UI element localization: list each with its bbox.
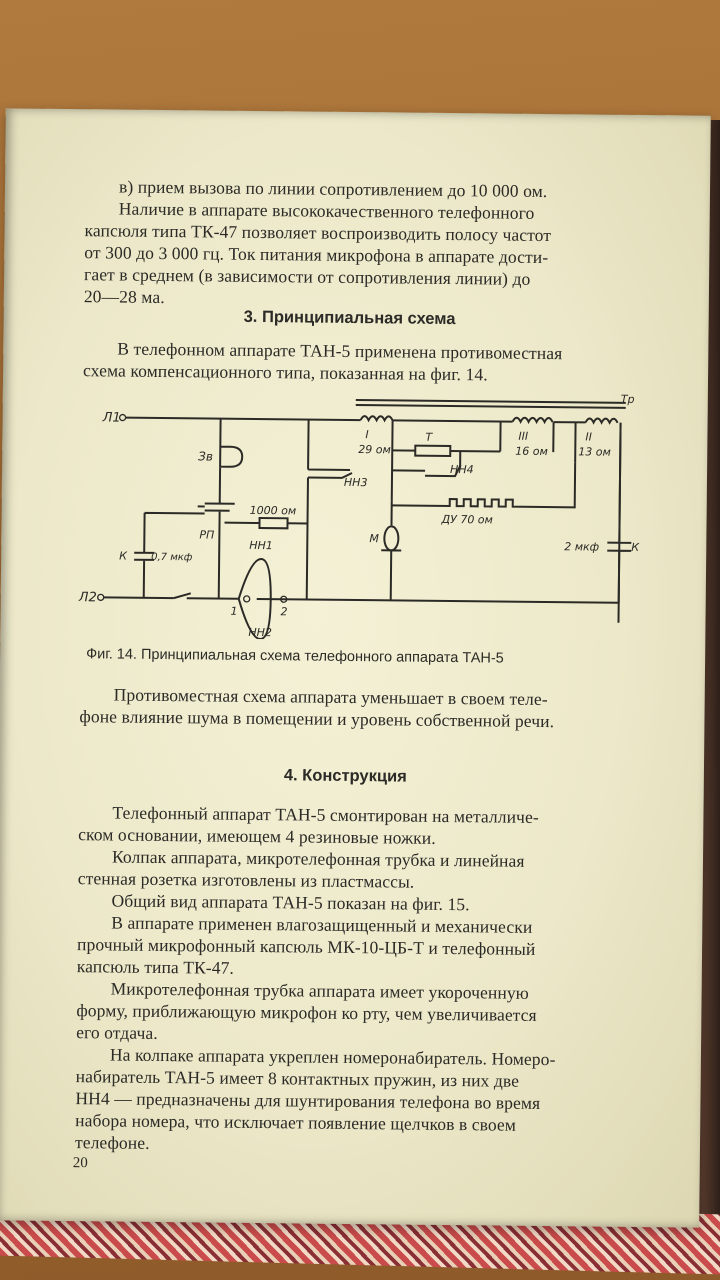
label-l2: Л2 bbox=[78, 590, 97, 605]
contact bbox=[173, 592, 192, 600]
contact-nn3 bbox=[307, 419, 353, 479]
label-m: М bbox=[369, 532, 379, 545]
wire bbox=[381, 549, 402, 601]
resistor-1000 bbox=[258, 517, 289, 530]
contact-nn1-nn2 bbox=[237, 558, 272, 641]
coil-2 bbox=[584, 417, 619, 425]
label-coil2: II bbox=[585, 430, 592, 443]
label-k2: К bbox=[631, 541, 640, 554]
label-nn1: НН1 bbox=[249, 539, 273, 552]
wire bbox=[103, 596, 619, 604]
label-1: 1 bbox=[231, 605, 238, 618]
coil-1 bbox=[359, 415, 394, 423]
label-2: 2 bbox=[281, 605, 288, 618]
capacitor-k bbox=[134, 511, 205, 598]
label-r29: 29 ом bbox=[358, 443, 391, 456]
wire bbox=[392, 419, 586, 424]
label-t: Т bbox=[425, 431, 433, 444]
wire bbox=[392, 449, 501, 453]
terminal-l2 bbox=[97, 593, 105, 602]
book-page: в) прием вызова по линии сопротивлением … bbox=[0, 108, 711, 1228]
label-nn2: НН2 bbox=[248, 626, 272, 639]
bell-zv bbox=[218, 418, 244, 504]
figure-caption: Фиг. 14. Принципиальная схема телефонног… bbox=[86, 646, 504, 667]
label-zv: Зв bbox=[198, 449, 213, 463]
label-r16: 16 ом bbox=[515, 445, 548, 458]
hook-switch-rp bbox=[197, 502, 235, 599]
label-r13: 13 ом bbox=[578, 445, 611, 458]
wire bbox=[499, 421, 555, 453]
coil-3 bbox=[511, 416, 554, 425]
label-coil1: I bbox=[365, 428, 368, 441]
wire bbox=[224, 521, 308, 525]
section-title: 4. Конструкция bbox=[283, 766, 407, 786]
label-coil3: III bbox=[518, 430, 528, 443]
label-rp: РП bbox=[199, 528, 214, 541]
label-nn4: НН4 bbox=[450, 463, 474, 476]
wire bbox=[305, 477, 309, 600]
page-number: 20 bbox=[72, 1155, 88, 1172]
section-title: 3. Принципиальная схема bbox=[243, 307, 456, 329]
capacitor-k2 bbox=[607, 422, 632, 603]
label-tr: Тр bbox=[621, 393, 635, 406]
wire bbox=[125, 416, 361, 422]
resistor-du bbox=[391, 462, 577, 509]
resistor-t bbox=[414, 444, 452, 458]
label-nn3: НН3 bbox=[344, 476, 368, 489]
label-cap: 0,7 мкф bbox=[151, 552, 193, 563]
contact-nn4 bbox=[392, 451, 462, 478]
label-cap2: 2 мкф bbox=[564, 540, 599, 553]
circuit-schematic: Л1 Л2 Зв К 0,7 мкф РП 1000 ом НН1 НН2 1 … bbox=[78, 393, 640, 641]
wire bbox=[390, 420, 394, 501]
label-du: ДУ 70 ом bbox=[440, 513, 492, 527]
label-r1000: 1000 ом bbox=[250, 504, 297, 517]
label-l1: Л1 bbox=[102, 410, 121, 425]
label-k: К bbox=[119, 550, 128, 563]
transformer-core bbox=[355, 399, 626, 409]
microphone-m bbox=[383, 525, 400, 552]
